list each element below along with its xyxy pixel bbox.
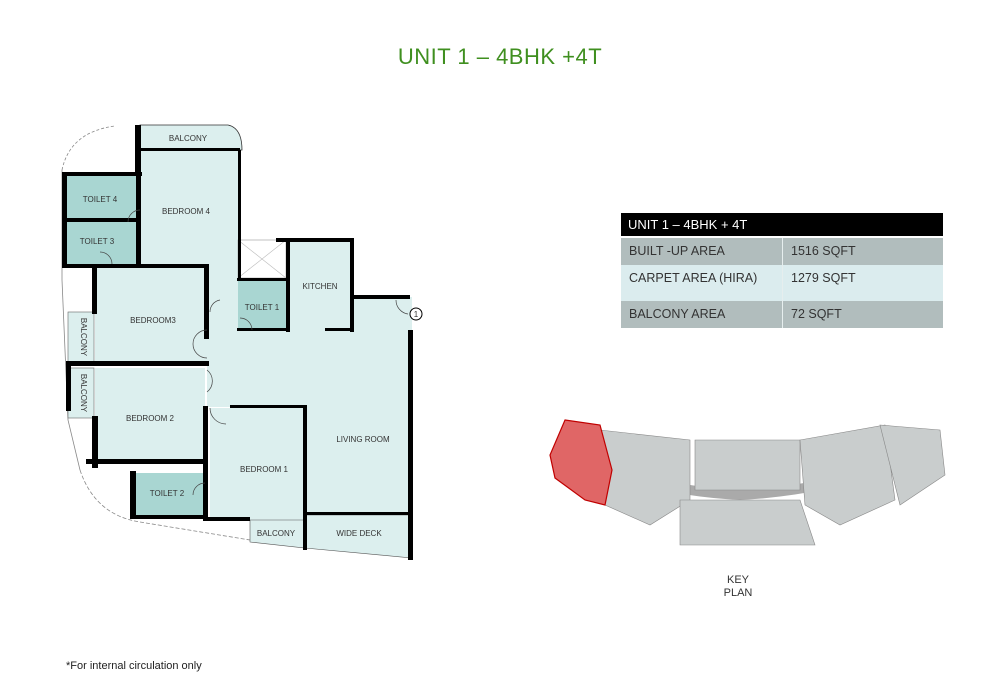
table-row: BALCONY AREA 72 SQFT [621,301,943,328]
page-title: UNIT 1 – 4BHK +4T [397,44,603,69]
label-toilet-3: TOILET 3 [80,237,115,246]
walls [62,125,413,560]
key-plan-block [799,424,896,526]
row-label: BUILT -UP AREA [621,238,783,265]
label-balcony-left-1: BALCONY [79,318,88,357]
table-row: BUILT -UP AREA 1516 SQFT [621,238,943,265]
label-balcony-top: BALCONY [169,134,208,143]
label-bedroom-4: BEDROOM 4 [162,207,211,216]
label-bedroom-2: BEDROOM 2 [126,414,175,423]
key-plan-label: KEY PLAN [715,574,761,600]
key-plan-label-line1: KEY [726,574,749,586]
bedroom-2 [95,368,205,461]
balcony-left-1 [67,311,95,363]
label-kitchen: KITCHEN [302,282,337,291]
key-plan-block [599,429,691,526]
outline-curve-top [61,125,116,171]
kitchen [288,240,352,330]
door-swings [99,209,409,496]
row-label: CARPET AREA (HIRA) [621,265,783,301]
label-wide-deck: WIDE DECK [336,529,382,538]
label-balcony-bottom: BALCONY [257,529,296,538]
row-value: 1516 SQFT [791,244,856,258]
key-plan-block [879,424,946,506]
balcony-left-2 [67,367,95,419]
entry-marker-label: 1 [414,310,419,319]
hallway-floor [207,265,412,515]
bedroom-1 [210,408,305,520]
table-row: CARPET AREA (HIRA) 1279 SQFT [621,265,943,301]
toilet-2 [135,473,207,516]
footnote: *For internal circulation only [66,660,202,672]
row-label: BALCONY AREA [621,301,783,328]
toilet-1 [238,280,287,330]
label-toilet-1: TOILET 1 [245,303,280,312]
label-toilet-2: TOILET 2 [150,489,185,498]
label-bedroom-1: BEDROOM 1 [240,465,289,474]
label-living-room: LIVING ROOM [336,435,390,444]
key-plan-block [694,439,801,491]
label-balcony-left-2: BALCONY [79,374,88,413]
key-plan-label-line2: PLAN [723,587,753,599]
balcony-top [139,124,243,151]
key-plan-unit-highlight [549,419,613,506]
row-value: 1279 SQFT [791,271,856,285]
bedroom-4 [140,150,240,265]
area-table-header: UNIT 1 – 4BHK + 4T [621,213,943,236]
label-bedroom-3: BEDROOM3 [130,316,176,325]
toilet-4 [65,175,140,220]
area-table: UNIT 1 – 4BHK + 4T BUILT -UP AREA 1516 S… [621,213,943,328]
label-toilet-4: TOILET 4 [83,195,118,204]
row-value: 72 SQFT [791,307,842,321]
toilet-3 [65,222,140,265]
bedroom-3 [95,267,207,362]
key-plan-block [679,499,816,546]
entry-marker [409,307,423,321]
key-plan [549,419,946,546]
